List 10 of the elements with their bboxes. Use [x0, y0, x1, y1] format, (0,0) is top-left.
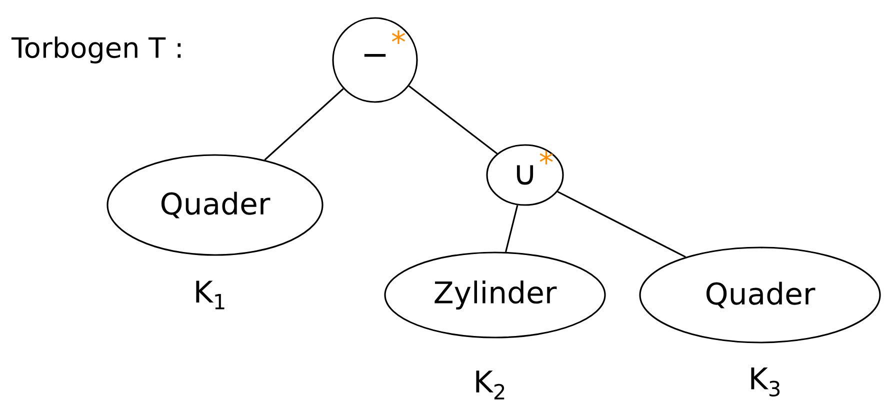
tree-line — [264, 88, 344, 160]
tree-line — [505, 205, 518, 252]
asterisk: * — [392, 30, 406, 44]
component-label: K$_{3}$ — [751, 367, 780, 397]
title: Torbogen T : — [11, 36, 181, 64]
tree-line — [557, 190, 686, 258]
component-label: K$_{1}$ — [196, 280, 224, 310]
component-label: K$_{2}$ — [476, 370, 504, 400]
asterisk: * — [540, 150, 553, 164]
tree-line — [408, 85, 498, 154]
